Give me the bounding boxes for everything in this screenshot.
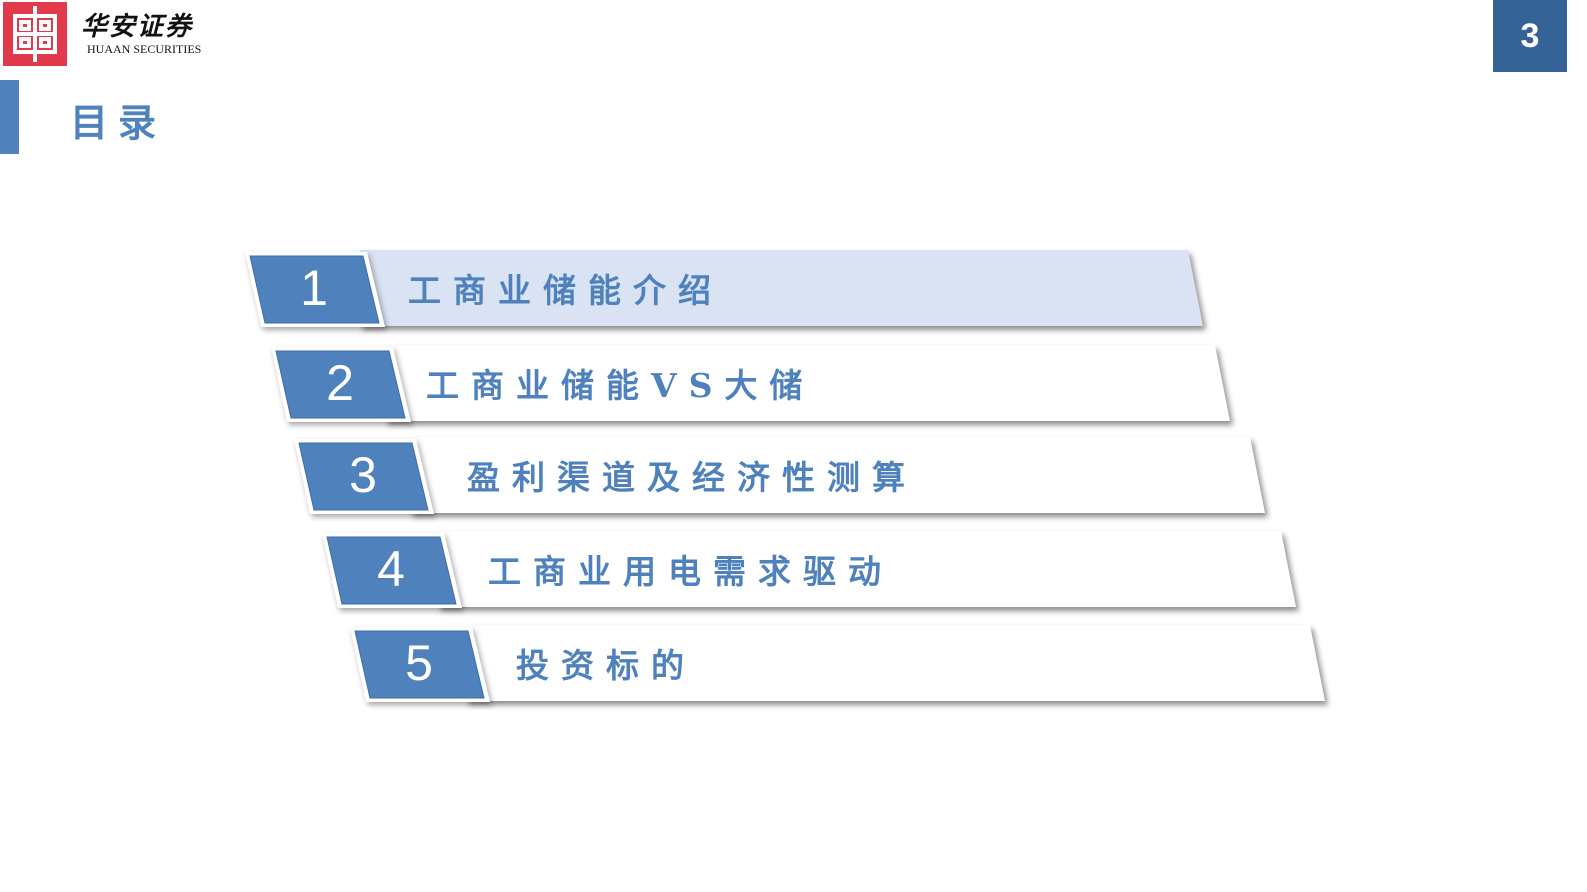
agenda-number: 3 [349,447,377,503]
page-title: 目录 [70,100,167,145]
agenda-item-3[interactable]: 3 盈利渠道及经济性测算 [0,437,1587,514]
agenda-number-badge [269,345,415,422]
agenda-item-label: 工商业储能介绍 [408,271,723,310]
logo-chinese-name: 华安证券 [81,12,194,42]
agenda-item-label: 工商业用电需求驱动 [488,552,893,591]
agenda-item-1[interactable]: 1 工商业储能介绍 [0,250,1587,327]
agenda-item-label: 盈利渠道及经济性测算 [467,458,917,497]
agenda-number-badge [292,437,438,514]
agenda-number-badge [320,531,466,608]
agenda-item-bar [360,250,1206,326]
company-logo: 华安证券 HUAAN SECURITIES [3,2,201,66]
agenda-number: 4 [377,541,405,597]
agenda-item-bar [385,345,1233,421]
agenda-number: 1 [300,260,328,316]
page-number-badge: 3 [1493,0,1567,72]
agenda-item-bar [410,437,1268,513]
agenda-item-bar [466,625,1328,701]
agenda-item-bar [438,531,1299,607]
logo-english-name: HUAAN SECURITIES [87,42,202,56]
agenda-item-label: 工商业储能VS大储 [426,366,815,405]
agenda-item-5[interactable]: 5 投资标的 [0,625,1587,702]
logo-emblem-icon [3,2,67,66]
title-accent-bar [0,80,19,154]
agenda-number-badge [348,625,494,702]
agenda-item-label: 投资标的 [516,646,696,685]
agenda-number: 2 [326,355,354,411]
agenda-item-2[interactable]: 2 工商业储能VS大储 [0,345,1587,422]
agenda-number-badge [243,250,389,327]
agenda-number: 5 [405,635,433,691]
agenda-item-4[interactable]: 4 工商业用电需求驱动 [0,531,1587,608]
